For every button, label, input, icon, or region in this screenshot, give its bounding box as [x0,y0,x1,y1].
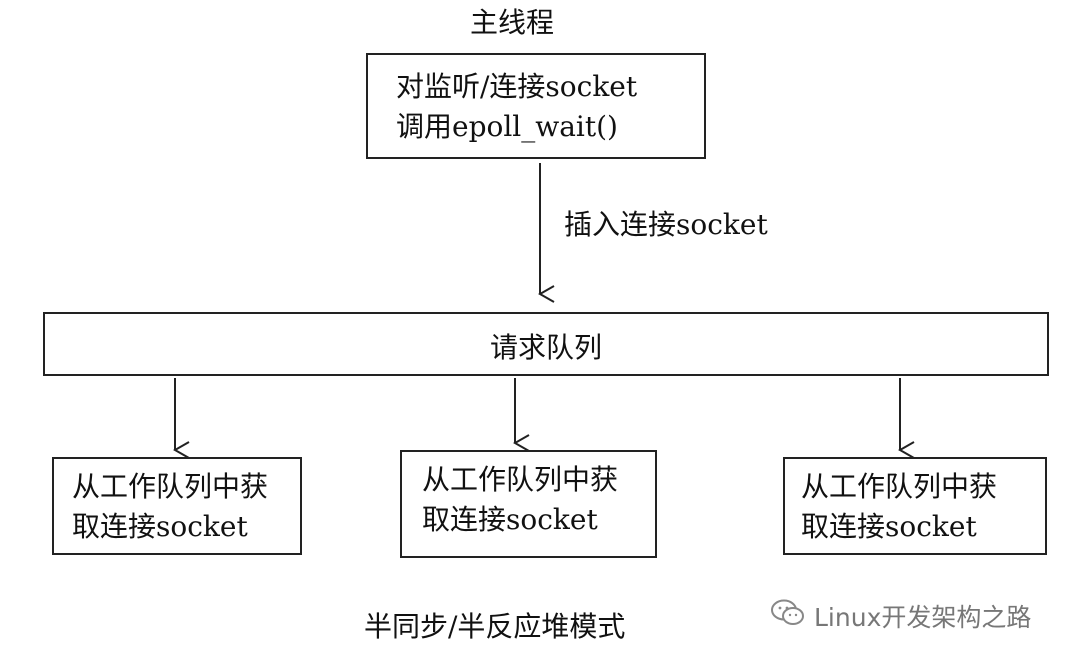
worker-2-line2: 取连接socket [422,503,598,536]
worker-1-line1: 从工作队列中获 [72,470,269,503]
worker-3-line1: 从工作队列中获 [801,470,998,503]
worker-2-line1: 从工作队列中获 [422,463,619,496]
diagram-caption: 半同步/半反应堆模式 [364,610,626,643]
watermark-text: Linux开发架构之路 [814,603,1032,632]
insert-connection-label: 插入连接socket [564,208,768,241]
worker-box-1: 从工作队列中获 取连接socket [52,457,302,555]
worker-box-2: 从工作队列中获 取连接socket [400,450,657,558]
request-queue-label: 请求队列 [489,331,602,364]
watermark: Linux开发架构之路 [770,598,1031,634]
worker-box-3: 从工作队列中获 取连接socket [783,457,1047,555]
worker-3-line2: 取连接socket [801,510,977,543]
request-queue-box: 请求队列 [43,312,1049,376]
wechat-icon [770,598,806,634]
worker-1-line2: 取连接socket [72,510,248,543]
main-thread-title: 主线程 [470,6,555,39]
main-thread-box: 对监听/连接socket 调用epoll_wait() [366,53,706,159]
main-box-line2: 调用epoll_wait() [396,110,618,143]
main-box-line1: 对监听/连接socket [396,70,638,103]
